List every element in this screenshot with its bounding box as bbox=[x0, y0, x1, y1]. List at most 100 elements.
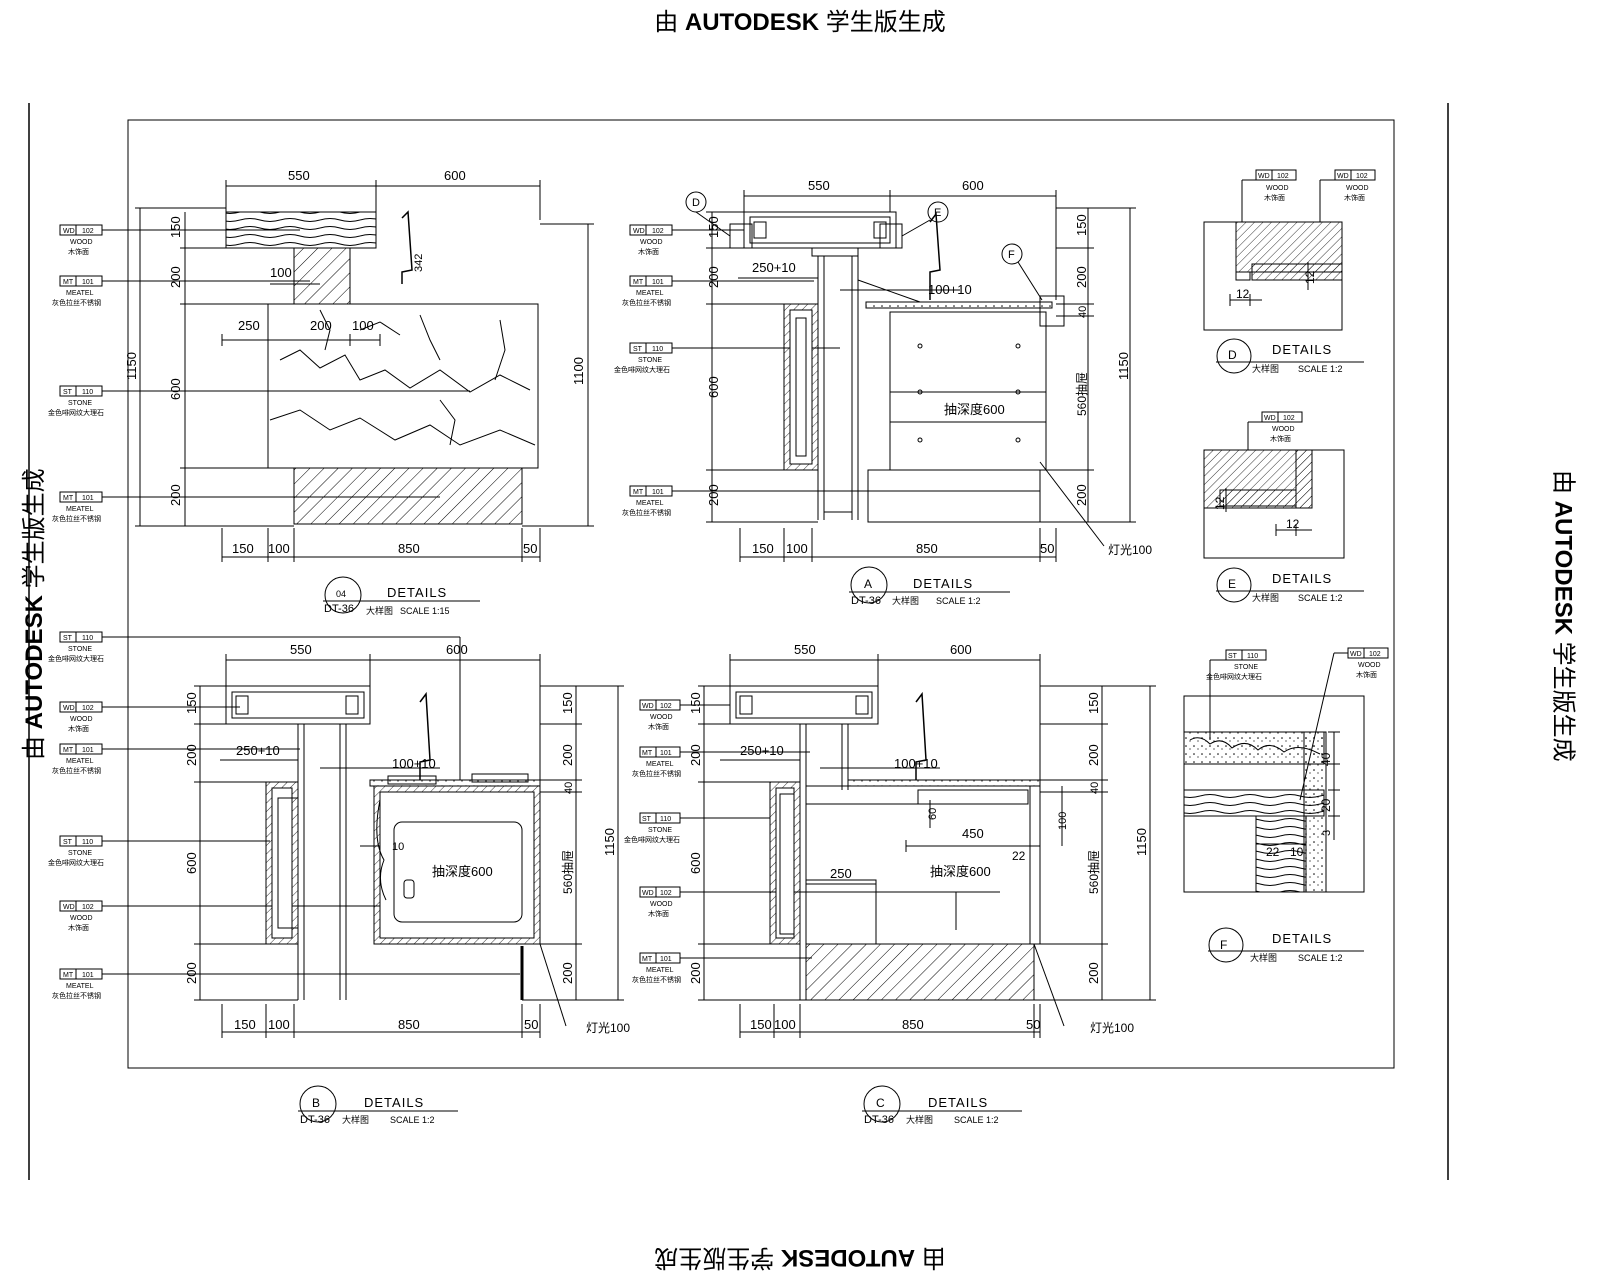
svg-text:40: 40 bbox=[563, 782, 575, 794]
svg-text:WD: WD bbox=[63, 904, 75, 911]
svg-text:金色啡网纹大理石: 金色啡网纹大理石 bbox=[48, 858, 104, 867]
tag-st-110-c bbox=[59, 835, 270, 847]
svg-text:102: 102 bbox=[652, 228, 664, 235]
svg-text:MEATEL: MEATEL bbox=[636, 290, 664, 297]
svg-text:50: 50 bbox=[523, 541, 537, 556]
svg-text:抽深度600: 抽深度600 bbox=[432, 864, 493, 879]
svg-text:250: 250 bbox=[238, 318, 260, 333]
svg-text:200: 200 bbox=[1086, 744, 1101, 766]
svg-text:600: 600 bbox=[444, 168, 466, 183]
svg-text:WOOD: WOOD bbox=[1358, 662, 1381, 669]
svg-text:560抽屉: 560抽屉 bbox=[1075, 372, 1089, 416]
svg-text:200: 200 bbox=[1074, 266, 1089, 288]
svg-text:大样图: 大样图 bbox=[906, 1114, 933, 1125]
svg-text:木饰面: 木饰面 bbox=[68, 724, 89, 733]
svg-text:1150: 1150 bbox=[124, 352, 139, 380]
svg-text:550: 550 bbox=[808, 178, 830, 193]
svg-text:1100: 1100 bbox=[571, 357, 586, 385]
svg-text:DT-36: DT-36 bbox=[864, 1114, 894, 1126]
svg-text:灰色拉丝不锈钢: 灰色拉丝不锈钢 bbox=[52, 991, 101, 1000]
svg-text:ST: ST bbox=[633, 346, 643, 353]
svg-text:MT: MT bbox=[63, 495, 74, 502]
svg-text:抽深度600: 抽深度600 bbox=[944, 402, 1005, 417]
svg-text:SCALE 1:2: SCALE 1:2 bbox=[1298, 593, 1343, 603]
svg-text:WOOD: WOOD bbox=[1272, 426, 1295, 433]
svg-text:250: 250 bbox=[830, 866, 852, 881]
svg-text:WD: WD bbox=[642, 890, 654, 897]
svg-text:STONE: STONE bbox=[1234, 664, 1258, 671]
svg-text:560抽屉: 560抽屉 bbox=[1087, 850, 1101, 894]
svg-text:DETAILS: DETAILS bbox=[913, 576, 973, 591]
svg-text:22: 22 bbox=[1266, 845, 1280, 859]
svg-text:ST: ST bbox=[642, 816, 652, 823]
svg-text:SCALE 1:2: SCALE 1:2 bbox=[1298, 953, 1343, 963]
svg-text:STONE: STONE bbox=[648, 827, 672, 834]
svg-text:100: 100 bbox=[268, 1017, 290, 1032]
wood-top-block bbox=[225, 211, 377, 249]
svg-text:SCALE 1:2: SCALE 1:2 bbox=[390, 1115, 435, 1125]
detail-04-title: 04 DT-36 DETAILS 大样图 SCALE 1:15 bbox=[323, 576, 480, 616]
svg-text:WOOD: WOOD bbox=[70, 239, 93, 246]
svg-text:101: 101 bbox=[660, 956, 672, 963]
svg-text:102: 102 bbox=[660, 703, 672, 710]
svg-text:12: 12 bbox=[1286, 517, 1300, 531]
svg-text:木饰面: 木饰面 bbox=[648, 722, 669, 731]
svg-text:灰色拉丝不锈钢: 灰色拉丝不锈钢 bbox=[622, 298, 671, 307]
svg-text:101: 101 bbox=[82, 279, 94, 286]
svg-text:C: C bbox=[876, 1096, 885, 1110]
svg-text:12: 12 bbox=[1236, 287, 1250, 301]
detail-b-section bbox=[194, 654, 624, 1038]
svg-text:200: 200 bbox=[1074, 484, 1089, 506]
svg-text:150: 150 bbox=[752, 541, 774, 556]
detail-b-title: B DT-36 DETAILS 大样图 SCALE 1:2 bbox=[298, 1085, 458, 1126]
svg-text:102: 102 bbox=[660, 890, 672, 897]
svg-text:600: 600 bbox=[168, 378, 183, 400]
svg-text:1150: 1150 bbox=[1116, 352, 1131, 380]
svg-text:MT: MT bbox=[63, 972, 74, 979]
svg-text:250+10: 250+10 bbox=[752, 260, 796, 275]
svg-text:金色啡网纹大理石: 金色啡网纹大理石 bbox=[624, 835, 680, 844]
detail-04-labels: 550 600 100 250 200 100 150 100 850 50 1… bbox=[124, 168, 586, 556]
svg-text:100: 100 bbox=[1057, 812, 1069, 830]
svg-text:22: 22 bbox=[1012, 849, 1026, 863]
svg-text:金色啡网纹大理石: 金色啡网纹大理石 bbox=[614, 365, 670, 374]
svg-text:A: A bbox=[864, 577, 872, 591]
svg-text:WOOD: WOOD bbox=[70, 716, 93, 723]
svg-text:木饰面: 木饰面 bbox=[1344, 193, 1365, 202]
svg-text:150: 150 bbox=[234, 1017, 256, 1032]
detail-c-section bbox=[698, 654, 1156, 1038]
svg-text:100: 100 bbox=[352, 318, 374, 333]
svg-text:150: 150 bbox=[750, 1017, 772, 1032]
svg-text:WOOD: WOOD bbox=[1346, 185, 1369, 192]
svg-text:110: 110 bbox=[1247, 653, 1258, 660]
svg-text:D: D bbox=[1228, 348, 1237, 362]
svg-text:MEATEL: MEATEL bbox=[636, 500, 664, 507]
svg-text:250+10: 250+10 bbox=[740, 743, 784, 758]
detail-a-labels: 550 600 250+10 100+10 抽深度600 150 100 850… bbox=[692, 178, 1152, 557]
svg-text:金色啡网纹大理石: 金色啡网纹大理石 bbox=[1206, 672, 1262, 681]
svg-text:110: 110 bbox=[82, 389, 93, 396]
svg-text:101: 101 bbox=[82, 972, 94, 979]
tag-mt-101 bbox=[59, 275, 310, 287]
svg-text:3: 3 bbox=[1321, 830, 1333, 836]
svg-text:50: 50 bbox=[524, 1017, 538, 1032]
svg-text:10: 10 bbox=[1290, 845, 1304, 859]
svg-text:101: 101 bbox=[660, 750, 672, 757]
svg-text:40: 40 bbox=[1077, 306, 1089, 318]
svg-text:木饰面: 木饰面 bbox=[1356, 670, 1377, 679]
svg-text:100: 100 bbox=[774, 1017, 796, 1032]
svg-text:木饰面: 木饰面 bbox=[638, 247, 659, 256]
svg-text:600: 600 bbox=[688, 852, 703, 874]
svg-text:MEATEL: MEATEL bbox=[66, 983, 94, 990]
svg-text:DT-36: DT-36 bbox=[851, 595, 881, 607]
svg-text:灰色拉丝不锈钢: 灰色拉丝不锈钢 bbox=[632, 769, 681, 778]
svg-text:WD: WD bbox=[63, 228, 75, 235]
svg-text:200: 200 bbox=[688, 962, 703, 984]
svg-text:600: 600 bbox=[446, 642, 468, 657]
svg-text:MEATEL: MEATEL bbox=[646, 967, 674, 974]
svg-text:200: 200 bbox=[560, 962, 575, 984]
